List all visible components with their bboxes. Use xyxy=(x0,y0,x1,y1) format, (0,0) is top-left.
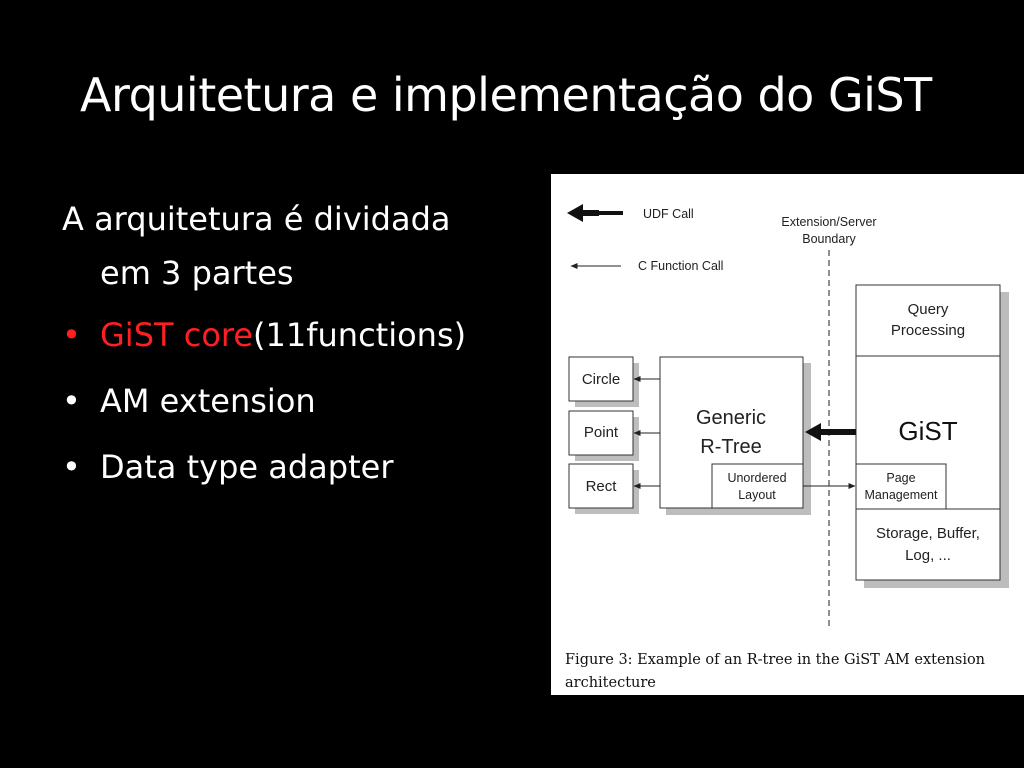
legend-udf-call: UDF Call xyxy=(567,204,694,222)
boundary-label-1: Extension/Server xyxy=(781,215,876,229)
bullet-dot-icon: • xyxy=(62,316,81,354)
bullet-am-extension: • AM extension xyxy=(62,374,542,440)
page-label-2: Management xyxy=(865,488,938,502)
c-call-arrows xyxy=(633,376,856,489)
figure-caption: Figure 3: Example of an R-tree in the Gi… xyxy=(565,652,986,691)
bullet-gist-core: • GiST core(11functions) xyxy=(62,308,542,374)
legend-c-call: C Function Call xyxy=(570,259,723,273)
legend-udf-label: UDF Call xyxy=(643,207,694,221)
box-circle-label: Circle xyxy=(582,371,620,388)
thick-arrow-shaft xyxy=(581,210,599,216)
query-label-2: Processing xyxy=(891,322,965,339)
unordered-label-1: Unordered xyxy=(727,471,786,485)
box-rect-label: Rect xyxy=(586,478,618,495)
box-gist-column: Query Processing GiST Page Management St… xyxy=(855,284,1001,581)
legend-c-label: C Function Call xyxy=(638,259,723,273)
boundary-label-2: Boundary xyxy=(802,232,856,246)
thick-arrow-head-icon xyxy=(567,204,583,222)
box-unordered-layout xyxy=(711,463,804,509)
unordered-label-2: Layout xyxy=(738,488,776,502)
bullet-list: • GiST core(11functions) • AM extension … xyxy=(62,308,542,506)
generic-label-2: R-Tree xyxy=(700,436,761,458)
page-label-1: Page xyxy=(886,471,915,485)
architecture-diagram: UDF Call C Function Call Extension/Serve… xyxy=(567,204,1009,626)
storage-label-1: Storage, Buffer, xyxy=(876,525,980,542)
bullet-dot-icon: • xyxy=(62,448,81,486)
udf-call-arrow-icon xyxy=(805,423,856,441)
storage-label-2: Log, ... xyxy=(905,547,951,564)
box-point-label: Point xyxy=(584,424,619,441)
slide-title: Arquitetura e implementação do GiST xyxy=(80,68,932,122)
box-point: Point xyxy=(568,410,634,456)
intro-line-1: A arquitetura é dividada xyxy=(62,200,451,238)
intro-text: A arquitetura é dividada em 3 partes xyxy=(62,192,542,300)
box-generic-rtree: Generic R-Tree Unordered Layout xyxy=(659,356,804,509)
bullet-text: (11functions) xyxy=(253,316,467,354)
architecture-figure: UDF Call C Function Call Extension/Serve… xyxy=(551,174,1024,695)
box-rect: Rect xyxy=(568,463,634,509)
intro-line-2: em 3 partes xyxy=(100,254,294,292)
bullet-data-type-adapter: • Data type adapter xyxy=(62,440,542,506)
bullet-dot-icon: • xyxy=(62,382,81,420)
bullet-highlight: GiST core xyxy=(100,316,254,354)
generic-label-1: Generic xyxy=(696,407,766,429)
bullet-text: Data type adapter xyxy=(100,448,394,486)
box-page-management xyxy=(855,463,947,510)
box-circle: Circle xyxy=(568,356,634,402)
gist-label: GiST xyxy=(898,416,957,446)
bullet-text: AM extension xyxy=(100,382,316,420)
query-label-1: Query xyxy=(908,301,949,318)
